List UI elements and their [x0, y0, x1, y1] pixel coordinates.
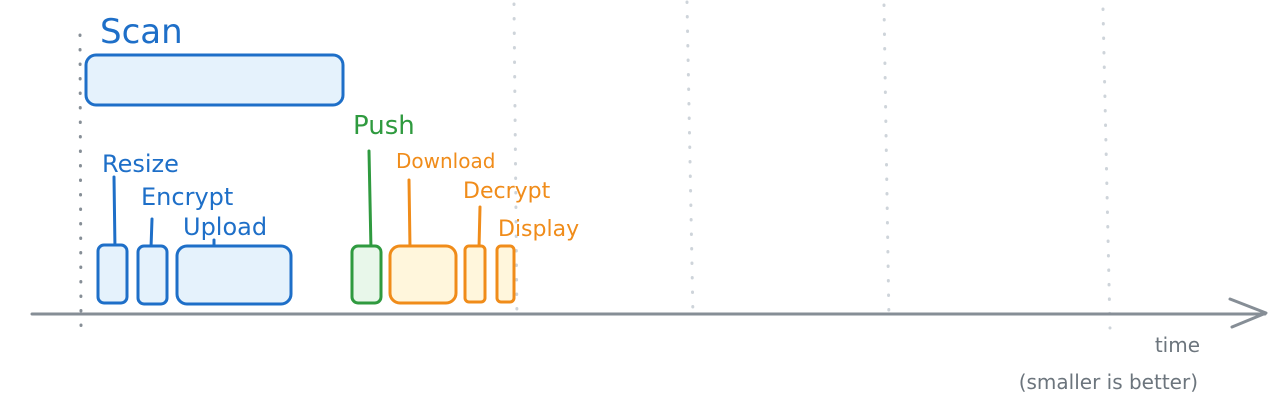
- display-bar: [495, 244, 516, 304]
- download-leader: [407, 178, 412, 250]
- encrypt-leader: [149, 217, 154, 250]
- gridline-1: [512, 2, 519, 324]
- time-axis: [30, 297, 1268, 329]
- upload-bar: [175, 244, 293, 306]
- gridline-2: [685, 0, 695, 320]
- download-bar: [388, 244, 458, 305]
- arrow-head-icon: [1228, 297, 1268, 329]
- axis-label: time: [1155, 333, 1200, 357]
- resize-bar: [96, 243, 129, 305]
- encrypt-bar: [136, 244, 169, 306]
- encrypt-label: Encrypt: [141, 183, 233, 211]
- resize-label: Resize: [102, 150, 179, 178]
- axis-sublabel: (smaller is better): [1019, 370, 1198, 394]
- scan-label: Scan: [100, 12, 183, 52]
- push-leader: [367, 149, 373, 252]
- decrypt-bar: [463, 244, 487, 304]
- display-label: Display: [498, 217, 579, 242]
- download-label: Download: [396, 149, 495, 173]
- scan-bar: [84, 53, 345, 107]
- resize-leader: [112, 175, 117, 252]
- push-label: Push: [353, 111, 415, 141]
- gridlines: [78, 0, 1112, 330]
- start-gridline: [78, 33, 83, 328]
- gridline-4: [1101, 7, 1112, 330]
- upload-label: Upload: [183, 213, 267, 241]
- push-bar: [350, 244, 383, 305]
- decrypt-leader: [477, 205, 482, 250]
- decrypt-label: Decrypt: [463, 179, 551, 204]
- gridline-3: [882, 3, 891, 324]
